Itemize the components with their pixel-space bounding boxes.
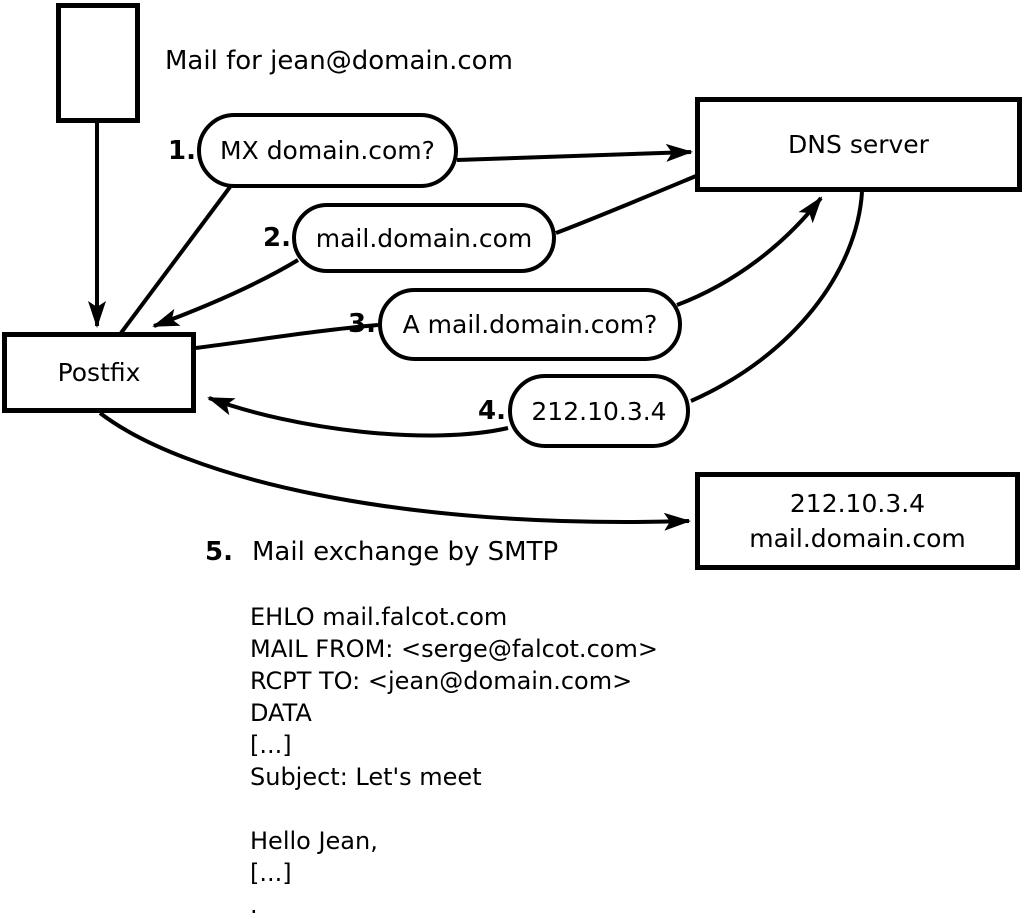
answer-mx-label: mail.domain.com [315, 223, 533, 253]
line-postfix-to-query-mx [119, 185, 232, 335]
smtp-line: Hello Jean, [250, 827, 378, 855]
line-postfix-to-query-a [195, 323, 379, 350]
arrow-query-a-to-dns [676, 196, 823, 307]
dns-server-node: DNS server [695, 97, 1022, 192]
mail-server-ip: 212.10.3.4 [789, 489, 926, 518]
smtp-line: RCPT TO: <jean@domain.com> [250, 667, 633, 695]
answer-a-pill: 212.10.3.4 [508, 374, 690, 448]
query-mx-label: MX domain.com? [220, 136, 435, 165]
postfix-node: Postfix [2, 332, 196, 413]
smtp-line: Subject: Let's meet [250, 763, 482, 791]
smtp-line: [...] [250, 731, 292, 759]
smtp-line-blank [250, 793, 658, 825]
step-1-number: 1. [168, 136, 196, 166]
mail-server-node-label: 212.10.3.4 mail.domain.com [749, 486, 965, 556]
smtp-line: EHLO mail.falcot.com [250, 603, 508, 631]
answer-a-label: 212.10.3.4 [531, 396, 667, 426]
answer-mx-pill: mail.domain.com [292, 203, 556, 273]
arrow-postfix-to-mail-server [98, 411, 691, 531]
smtp-line: [...] [250, 859, 292, 887]
query-a-pill: A mail.domain.com? [378, 288, 682, 361]
mail-server-node: 212.10.3.4 mail.domain.com [695, 472, 1020, 570]
smtp-session-transcript: EHLO mail.falcot.com MAIL FROM: <serge@f… [250, 601, 658, 919]
smtp-line: MAIL FROM: <serge@falcot.com> [250, 635, 658, 663]
arrow-query-mx-to-dns [456, 143, 693, 162]
smtp-line: DATA [250, 699, 312, 727]
query-a-label: A mail.domain.com? [402, 310, 658, 339]
step-2-number: 2. [263, 223, 291, 253]
line-dns-to-answer-a [690, 191, 864, 403]
step-4-number: 4. [478, 396, 506, 426]
step-5-number: 5. [205, 537, 233, 567]
mail-for-label: Mail for jean@domain.com [165, 46, 513, 76]
mail-server-hostname: mail.domain.com [749, 524, 966, 553]
step-5-label: Mail exchange by SMTP [252, 537, 559, 567]
step-3-number: 3. [348, 309, 376, 339]
dns-server-node-label: DNS server [788, 130, 929, 159]
arrow-answer-a-to-postfix [207, 396, 509, 438]
postfix-node-label: Postfix [57, 358, 141, 387]
mail-envelope-shape [56, 3, 140, 123]
line-dns-to-answer-mx [555, 174, 697, 235]
query-mx-pill: MX domain.com? [197, 113, 458, 188]
arrow-answer-mx-to-postfix [152, 258, 300, 328]
smtp-line-end-dot: . [250, 891, 258, 919]
